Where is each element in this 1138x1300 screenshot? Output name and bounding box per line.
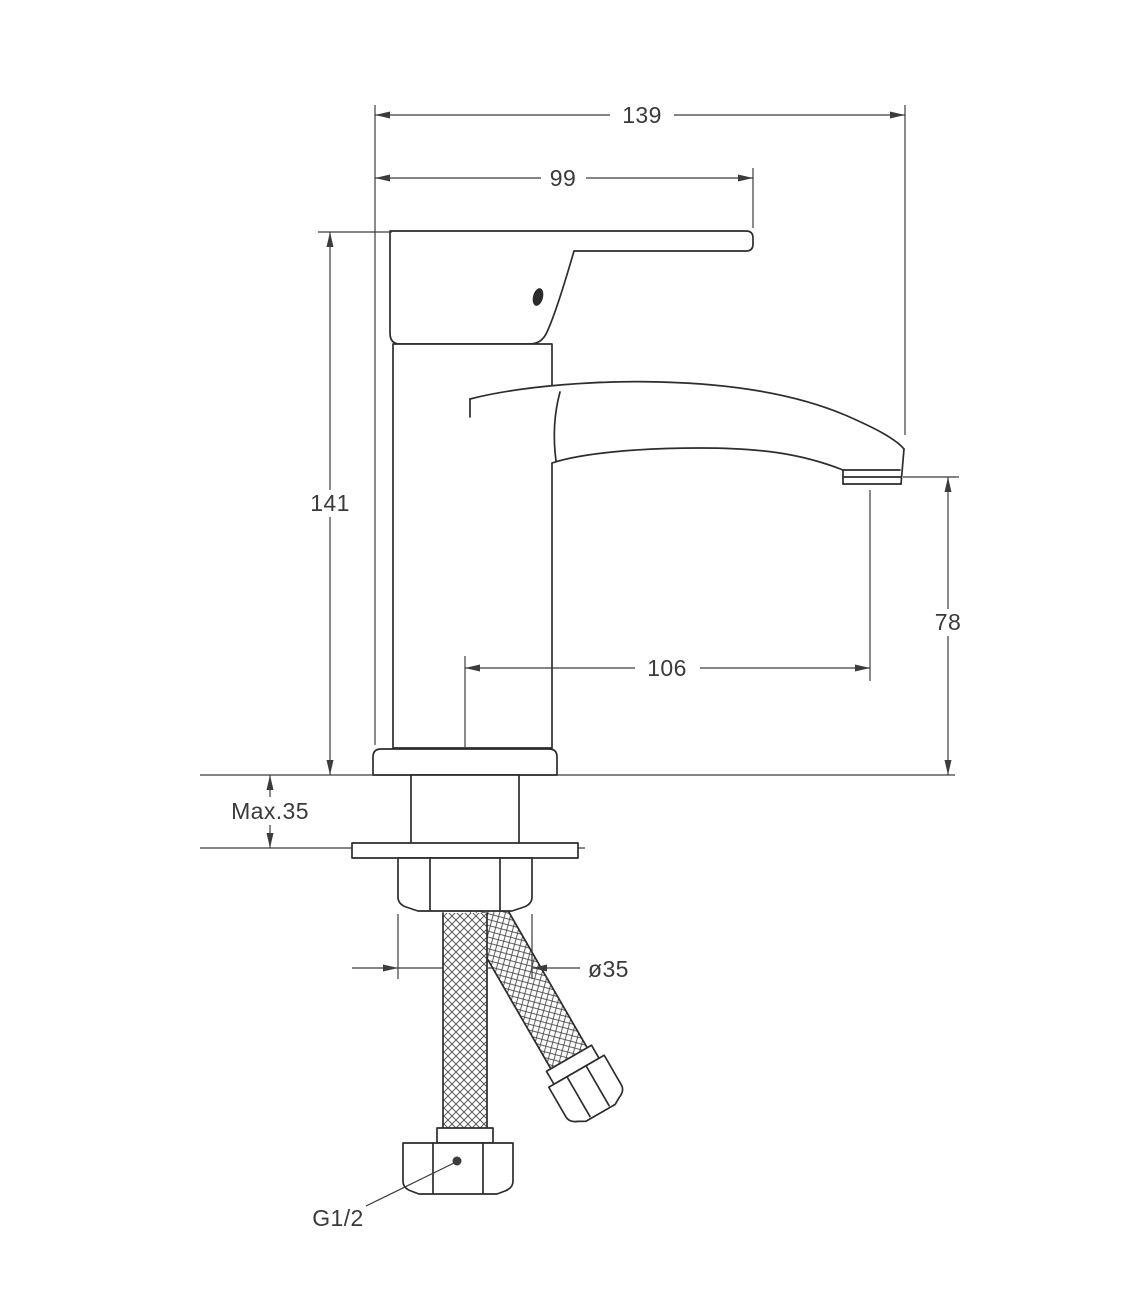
hose-nut-angled — [547, 1054, 624, 1123]
faucet-body — [372, 230, 905, 849]
hose-ferrule-straight — [436, 1127, 494, 1144]
body-height-label: 141 — [310, 490, 350, 516]
dimension-spout-reach: 106 — [464, 490, 871, 747]
spout-reach-label: 106 — [647, 655, 687, 681]
mounting-shank — [410, 774, 520, 849]
dimension-handle-reach: 99 — [375, 165, 754, 228]
supply-hose-straight — [402, 912, 514, 1195]
supply-hoses — [402, 892, 624, 1195]
max-counter-thickness-label: Max.35 — [231, 798, 309, 824]
handle-screw-cover — [532, 288, 544, 306]
leader-dot — [452, 1156, 462, 1166]
handle-lever — [389, 230, 754, 345]
dimension-max-counter-thickness: Max.35 — [224, 775, 317, 848]
callout-hose-thread: G1/2 — [312, 1156, 462, 1231]
washer-plate — [351, 842, 579, 859]
dimension-overall-depth: 139 — [374, 102, 906, 745]
mounting-nut — [397, 857, 533, 912]
hose-thread-size-label: G1/2 — [312, 1205, 363, 1231]
hose-nut-straight — [402, 1142, 514, 1195]
dimension-mounting-hole-diameter: ø35 — [352, 914, 629, 982]
overall-depth-label: 139 — [622, 102, 662, 128]
base-flange — [372, 748, 558, 776]
dimensions-layer: 139 99 141 78 — [224, 102, 971, 969]
dimension-body-height: 141 — [301, 231, 392, 775]
spout-outlet-height-label: 78 — [935, 609, 961, 635]
dimension-spout-outlet-height: 78 — [903, 476, 971, 775]
handle-reach-label: 99 — [550, 165, 576, 191]
mounting-hole-diameter-label: ø35 — [588, 956, 629, 982]
spout — [469, 380, 905, 485]
supply-hose-angled — [460, 892, 624, 1123]
mounting-hardware — [351, 842, 579, 912]
